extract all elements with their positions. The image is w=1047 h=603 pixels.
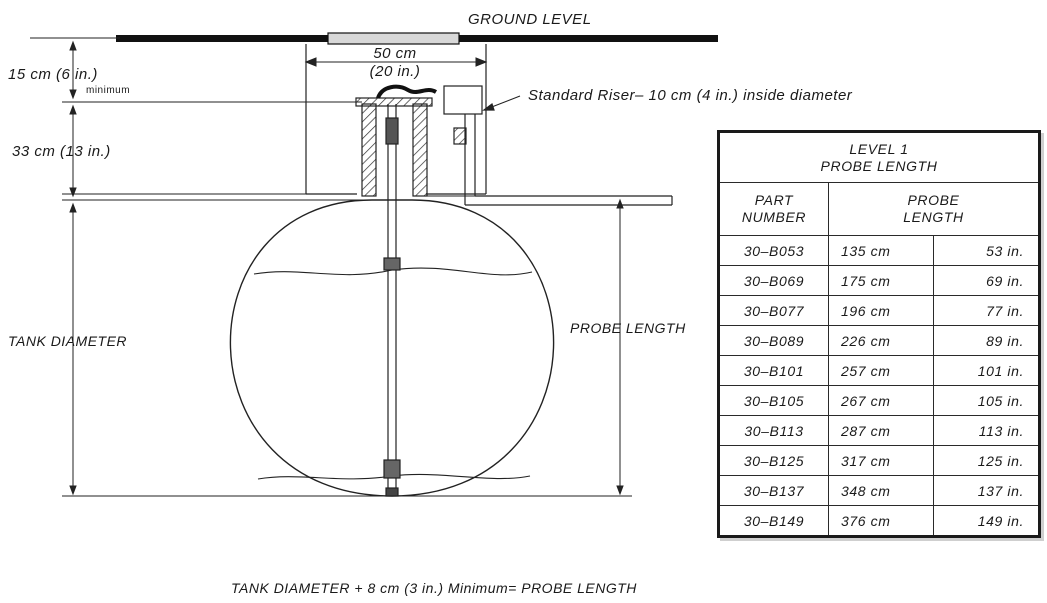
ground-line	[116, 32, 718, 45]
length-cm-cell: 226 cm	[828, 325, 934, 356]
length-cm-cell: 175 cm	[828, 265, 934, 296]
table-row: 30–B113 287 cm 113 in.	[718, 415, 1040, 446]
length-cm-cell: 196 cm	[828, 295, 934, 326]
table-row: 30–B149 376 cm 149 in.	[718, 505, 1040, 537]
ground-level-label: GROUND LEVEL	[468, 11, 592, 28]
length-in-cell: 69 in.	[933, 265, 1040, 296]
part-header-line2: NUMBER	[741, 209, 807, 225]
part-number-cell: 30–B053	[718, 235, 829, 266]
cover-depth-label: 15 cm (6 in.)	[8, 66, 98, 83]
part-number-cell: 30–B069	[718, 265, 829, 296]
table-row: 30–B069 175 cm 69 in.	[718, 265, 1040, 296]
length-in-cell: 149 in.	[933, 505, 1040, 537]
riser	[355, 84, 438, 197]
part-number-cell: 30–B101	[718, 355, 829, 386]
table-row: 30–B089 226 cm 89 in.	[718, 325, 1040, 356]
probe-header-line1: PROBE	[907, 192, 960, 208]
cover-minimum-label: minimum	[86, 85, 131, 96]
probe-length-dimension	[400, 195, 632, 497]
length-in-cell: 113 in.	[933, 415, 1040, 446]
length-in-cell: 137 in.	[933, 475, 1040, 506]
length-cm-cell: 287 cm	[828, 415, 934, 446]
part-number-cell: 30–B089	[718, 325, 829, 356]
length-in-cell: 53 in.	[933, 235, 1040, 266]
length-cm-cell: 317 cm	[828, 445, 934, 476]
part-header-line1: PART	[754, 192, 794, 208]
tank	[229, 199, 555, 497]
probe	[383, 104, 401, 497]
probe-length-table-container: LEVEL 1 PROBE LENGTH PART NUMBER PROBE L…	[717, 130, 1041, 538]
length-cm-cell: 267 cm	[828, 385, 934, 416]
table-row: 30–B137 348 cm 137 in.	[718, 475, 1040, 506]
table-row: 30–B105 267 cm 105 in.	[718, 385, 1040, 416]
part-number-header: PART NUMBER	[718, 182, 829, 236]
probe-length-label: PROBE LENGTH	[570, 320, 686, 336]
opening-width-cm-label: 50 cm	[373, 45, 417, 62]
table-title: LEVEL 1 PROBE LENGTH	[718, 131, 1040, 183]
length-in-cell: 101 in.	[933, 355, 1040, 386]
formula-label: TANK DIAMETER + 8 cm (3 in.) Minimum= PR…	[231, 580, 637, 596]
part-number-cell: 30–B149	[718, 505, 829, 537]
tank-diameter-label: TANK DIAMETER	[8, 333, 128, 349]
length-in-cell: 77 in.	[933, 295, 1040, 326]
table-row: 30–B101 257 cm 101 in.	[718, 355, 1040, 386]
part-number-cell: 30–B105	[718, 385, 829, 416]
probe-length-header: PROBE LENGTH	[828, 182, 1040, 236]
part-number-cell: 30–B137	[718, 475, 829, 506]
length-cm-cell: 348 cm	[828, 475, 934, 506]
probe-length-table: LEVEL 1 PROBE LENGTH PART NUMBER PROBE L…	[717, 130, 1041, 538]
length-cm-cell: 376 cm	[828, 505, 934, 537]
table-row: 30–B125 317 cm 125 in.	[718, 445, 1040, 476]
table-row: 30–B077 196 cm 77 in.	[718, 295, 1040, 326]
table-row: 30–B053 135 cm 53 in.	[718, 235, 1040, 266]
opening-dimension	[304, 57, 488, 67]
riser-depth-label: 33 cm (13 in.)	[12, 143, 111, 160]
length-cm-cell: 257 cm	[828, 355, 934, 386]
part-number-cell: 30–B113	[718, 415, 829, 446]
part-number-cell: 30–B125	[718, 445, 829, 476]
length-in-cell: 105 in.	[933, 385, 1040, 416]
riser-note-label: Standard Riser– 10 cm (4 in.) inside dia…	[528, 87, 853, 104]
length-in-cell: 89 in.	[933, 325, 1040, 356]
table-title-line1: LEVEL 1	[849, 140, 909, 157]
part-number-cell: 30–B077	[718, 295, 829, 326]
length-in-cell: 125 in.	[933, 445, 1040, 476]
depth-dimensions	[30, 37, 400, 497]
probe-header-line2: LENGTH	[903, 209, 964, 225]
table-title-line2: PROBE LENGTH	[820, 157, 938, 174]
opening-width-in-label: (20 in.)	[369, 63, 421, 80]
length-cm-cell: 135 cm	[828, 235, 934, 266]
manway-box	[305, 44, 487, 195]
